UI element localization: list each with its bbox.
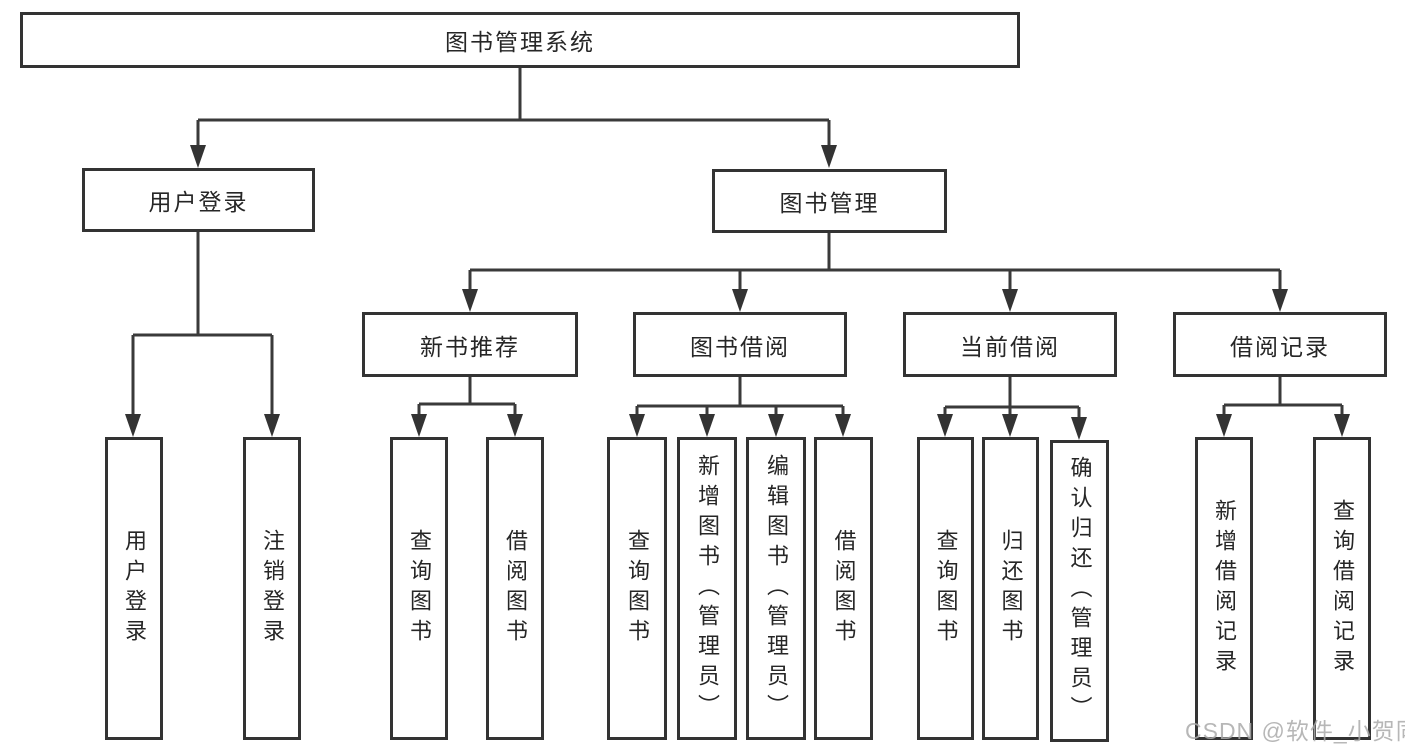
leaf-label: 归还图书	[998, 528, 1024, 649]
leaf-label: 查询图书	[933, 528, 959, 649]
arrow-down-icon	[462, 289, 478, 312]
leaf-label: 借阅图书	[831, 528, 857, 649]
leaf-label: 查询借阅记录	[1330, 498, 1355, 679]
arrow-down-icon	[937, 414, 953, 437]
node-user-login: 用户登录	[82, 168, 315, 232]
arrow-down-icon	[1334, 414, 1350, 437]
arrow-down-icon	[190, 145, 206, 168]
leaf-label: 查询图书	[407, 528, 432, 649]
node-library-management-system: 图书管理系统	[20, 12, 1020, 68]
arrow-down-icon	[629, 414, 645, 437]
arrow-down-icon	[768, 414, 784, 437]
leaf-label: 用户登录	[122, 528, 147, 649]
node-new-book-recommend: 新书推荐	[362, 312, 578, 377]
connector-new-book-children	[417, 377, 517, 421]
node-book-borrowing: 图书借阅	[633, 312, 847, 377]
leaf-edit-book-admin: 编辑图书（管理员）	[746, 437, 806, 740]
leaf-label: 确认归还（管理员）	[1067, 456, 1093, 726]
leaf-label: 查询图书	[625, 528, 650, 649]
leaf-label: 新增借阅记录	[1212, 498, 1237, 679]
leaf-label: 编辑图书（管理员）	[764, 453, 789, 724]
leaf-logout: 注销登录	[243, 437, 301, 740]
node-current-borrowing: 当前借阅	[903, 312, 1117, 377]
arrow-down-icon	[125, 414, 141, 437]
connector-borrow-records-children	[1222, 377, 1344, 421]
csdn-watermark: CSDN @软件_小贺同学	[1185, 718, 1405, 744]
arrow-down-icon	[411, 414, 427, 437]
leaf-query-books-borrow: 查询图书	[607, 437, 667, 740]
leaf-query-books-recommend: 查询图书	[390, 437, 448, 740]
arrow-down-icon	[1272, 289, 1288, 312]
connector-book-mgmt-children	[468, 233, 1282, 295]
leaf-add-borrow-record: 新增借阅记录	[1195, 437, 1253, 740]
arrow-down-icon	[1002, 414, 1018, 437]
leaf-add-book-admin: 新增图书（管理员）	[677, 437, 737, 740]
leaf-label: 注销登录	[260, 528, 285, 649]
leaf-confirm-return-admin: 确认归还（管理员）	[1050, 440, 1109, 742]
arrow-down-icon	[1002, 289, 1018, 312]
arrow-down-icon	[821, 145, 837, 168]
arrow-down-icon	[835, 414, 851, 437]
leaf-borrow-books-recommend: 借阅图书	[486, 437, 544, 740]
arrow-down-icon	[732, 289, 748, 312]
connector-root-to-level2	[196, 68, 831, 150]
arrow-down-icon	[264, 414, 280, 437]
leaf-label: 借阅图书	[503, 528, 528, 649]
connector-book-borrow-children	[635, 377, 845, 421]
connector-user-login-children	[131, 232, 274, 420]
leaf-borrow-books: 借阅图书	[814, 437, 873, 740]
arrow-down-icon	[1216, 414, 1232, 437]
leaf-query-borrow-record: 查询借阅记录	[1313, 437, 1371, 740]
leaf-label: 新增图书（管理员）	[695, 453, 720, 724]
leaf-return-books: 归还图书	[982, 437, 1039, 740]
leaf-query-books-current: 查询图书	[917, 437, 974, 740]
arrow-down-icon	[699, 414, 715, 437]
node-book-management: 图书管理	[712, 169, 947, 233]
arrowheads	[125, 145, 1350, 440]
leaf-user-login: 用户登录	[105, 437, 163, 740]
arrow-down-icon	[507, 414, 523, 437]
node-borrowing-records: 借阅记录	[1173, 312, 1387, 377]
arrow-down-icon	[1071, 417, 1087, 440]
